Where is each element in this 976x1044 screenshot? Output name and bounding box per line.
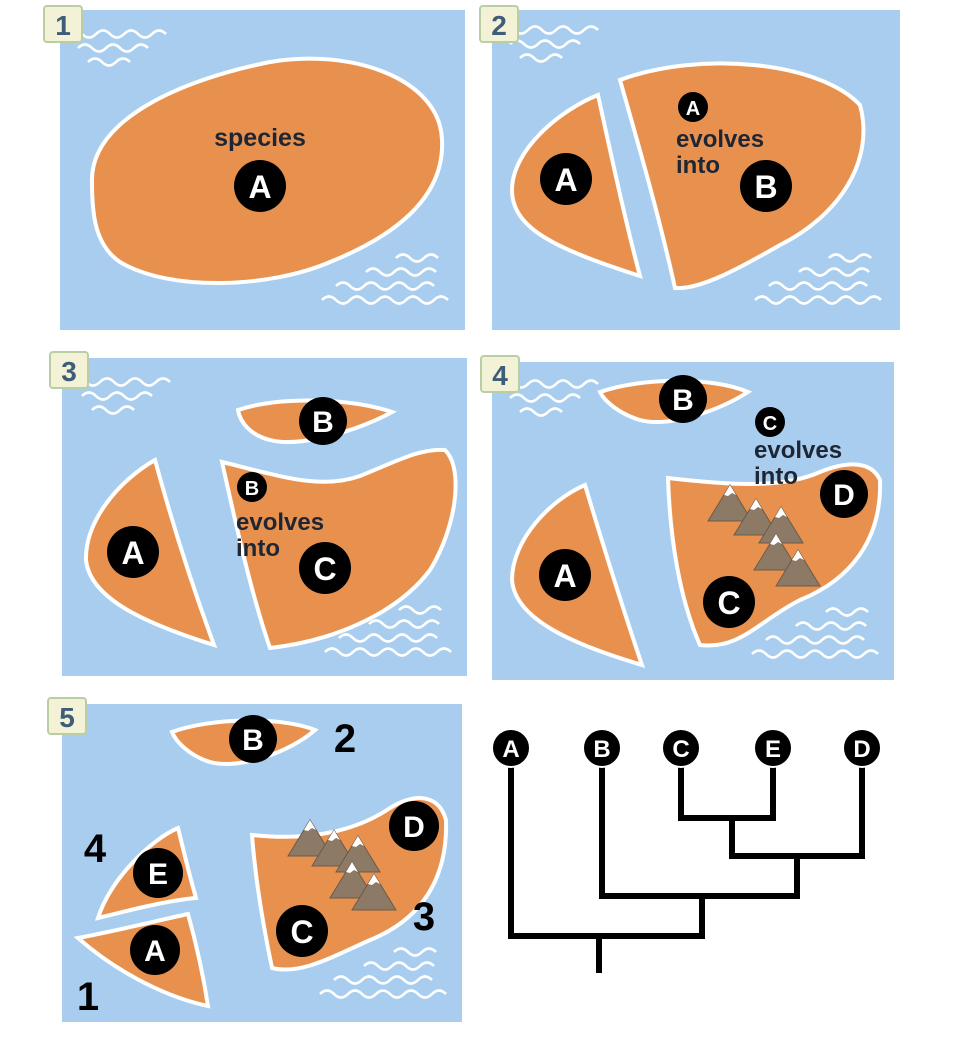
svg-text:D: D (403, 811, 425, 844)
tree-leaf: E (753, 728, 793, 768)
svg-text:C: C (717, 585, 740, 621)
svg-text:C: C (672, 736, 689, 763)
svg-text:B: B (245, 478, 259, 500)
species-circle: B (659, 375, 707, 423)
svg-text:E: E (765, 736, 781, 763)
svg-text:C: C (763, 413, 777, 435)
panel-4: B C evolves into D A C 4 (480, 355, 894, 680)
svg-text:B: B (593, 736, 610, 763)
svg-text:A: A (553, 558, 576, 594)
svg-text:C: C (290, 914, 313, 950)
label-into: into (236, 535, 280, 562)
svg-text:B: B (672, 384, 694, 417)
label-species: species (214, 124, 306, 152)
species-circle-small: A (678, 92, 708, 122)
tree-branches (508, 763, 865, 973)
species-circle: C (703, 576, 755, 628)
svg-text:A: A (502, 736, 519, 763)
svg-text:A: A (554, 162, 577, 198)
svg-text:A: A (144, 935, 166, 968)
species-circle: C (299, 542, 351, 594)
panel-badge: 1 (43, 5, 83, 43)
svg-text:5: 5 (59, 702, 75, 733)
svg-text:D: D (853, 736, 870, 763)
island-number: 2 (334, 717, 356, 761)
svg-text:3: 3 (61, 356, 77, 387)
tree-leaf: B (582, 728, 622, 768)
label-into: into (754, 463, 798, 490)
island-number: 3 (413, 895, 435, 939)
species-circle: B (740, 160, 792, 212)
svg-text:E: E (148, 858, 168, 891)
panel-badge: 2 (479, 5, 519, 43)
panel-3: B B evolves into A C 3 (49, 351, 467, 676)
panel-2: A A evolves into B 2 (479, 5, 900, 330)
species-circle: A (107, 526, 159, 578)
island-number: 1 (77, 975, 99, 1019)
species-circle: D (389, 801, 439, 851)
island-number: 4 (84, 827, 107, 871)
species-circle-small: B (237, 472, 267, 502)
svg-text:B: B (242, 724, 264, 757)
species-circle: C (276, 905, 328, 957)
species-circle: E (133, 848, 183, 898)
svg-text:C: C (313, 551, 336, 587)
panel-5: B D E A C 2 4 3 1 5 (47, 697, 462, 1022)
svg-text:B: B (312, 406, 334, 439)
species-circle: A (130, 925, 180, 975)
svg-text:A: A (121, 535, 144, 571)
island (617, 61, 866, 291)
label-evolves: evolves (754, 437, 842, 464)
species-circle: A (540, 153, 592, 205)
species-circle: B (229, 715, 277, 763)
panel-badge: 4 (480, 355, 520, 393)
svg-text:A: A (248, 169, 271, 205)
phylogenetic-tree: A B C E D (491, 728, 882, 973)
svg-text:4: 4 (492, 360, 508, 391)
species-circle: B (299, 397, 347, 445)
panel-badge: 5 (47, 697, 87, 735)
species-circle: A (234, 160, 286, 212)
svg-text:2: 2 (491, 10, 507, 41)
species-circle-small: C (755, 407, 785, 437)
tree-leaf: D (842, 728, 882, 768)
tree-leaf: C (661, 728, 701, 768)
species-circle: D (820, 470, 868, 518)
species-circle: A (539, 549, 591, 601)
svg-text:D: D (833, 479, 855, 512)
tree-leaf: A (491, 728, 531, 768)
svg-text:B: B (754, 169, 777, 205)
label-evolves: evolves (676, 126, 764, 153)
panel-1: species A 1 (43, 5, 465, 330)
svg-text:1: 1 (55, 10, 71, 41)
label-evolves: evolves (236, 509, 324, 536)
panel-badge: 3 (49, 351, 89, 389)
svg-text:A: A (686, 98, 700, 120)
label-into: into (676, 152, 720, 179)
